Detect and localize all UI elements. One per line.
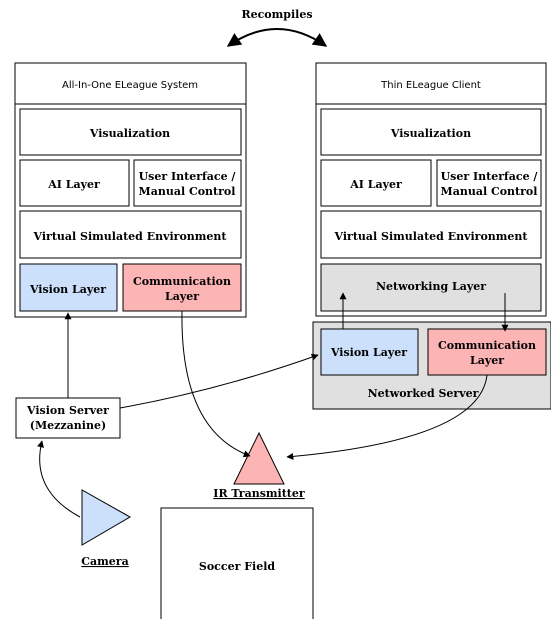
left-virtual-env-label: Virtual Simulated Environment — [33, 230, 228, 243]
vision-server-label-line1: Vision Server — [26, 404, 109, 417]
left-ai-layer-box — [19, 159, 130, 207]
right-system-title: Thin ELeague Client — [380, 80, 481, 91]
soccer-field-box — [160, 507, 314, 619]
left-comm-layer-box — [122, 263, 242, 312]
left-ui-label-line1: User Interface / — [139, 170, 237, 183]
left-visualization-label: Visualization — [89, 127, 170, 140]
networked-server: Vision Layer Communication Layer Network… — [320, 328, 547, 400]
camera-to-vision-server-arrow — [37, 440, 81, 518]
thin-client-system: Thin ELeague Client Visualization AI Lay… — [315, 62, 547, 317]
vision-server: Vision Server (Mezzanine) — [15, 397, 121, 439]
server-comm-layer-label-line2: Layer — [470, 354, 504, 367]
server-comm-layer-label-line1: Communication — [438, 339, 536, 352]
ir-transmitter-label: IR Transmitter — [213, 487, 305, 500]
left-comm-layer-label-line2: Layer — [165, 290, 199, 303]
right-visualization-box — [320, 108, 542, 156]
left-comm-layer-label-line1: Communication — [133, 275, 231, 288]
vision-server-to-server-vision-arrow — [119, 353, 319, 409]
server-comm-to-ir-arrow — [286, 374, 488, 460]
camera-label: Camera — [81, 555, 128, 568]
left-vision-layer-label: Vision Layer — [29, 283, 106, 296]
recompiles-label: Recompiles — [241, 8, 312, 21]
networked-server-label: Networked Server — [368, 387, 479, 400]
right-ai-layer-box — [320, 159, 432, 207]
soccer-field-label: Soccer Field — [199, 560, 275, 573]
recompiles-arrow — [226, 28, 328, 47]
server-vision-layer-label: Vision Layer — [330, 346, 407, 359]
right-ui-box — [436, 159, 542, 207]
left-ui-label-line2: Manual Control — [139, 185, 236, 198]
networking-layer-box — [320, 263, 542, 312]
left-vision-layer-box — [19, 263, 118, 312]
ir-transmitter-icon — [233, 431, 285, 485]
left-virtual-env-box — [19, 210, 242, 259]
left-system-title: All-In-One ELeague System — [62, 80, 198, 91]
right-ui-label-line2: Manual Control — [441, 185, 538, 198]
right-ui-label-line1: User Interface / — [441, 170, 539, 183]
right-virtual-env-label: Virtual Simulated Environment — [334, 230, 529, 243]
left-comm-to-ir-arrow — [181, 310, 251, 458]
camera-icon — [81, 489, 132, 546]
networking-layer-label: Networking Layer — [376, 280, 486, 293]
all-in-one-system: All-In-One ELeague System Visualization … — [14, 62, 247, 318]
left-ai-layer-label: AI Layer — [47, 178, 100, 191]
vision-server-box — [15, 397, 121, 439]
right-ai-layer-label: AI Layer — [349, 178, 402, 191]
left-visualization-box — [19, 108, 242, 156]
server-comm-layer-box — [427, 328, 547, 376]
right-visualization-label: Visualization — [390, 127, 471, 140]
right-virtual-env-box — [320, 210, 542, 259]
left-ui-box — [133, 159, 242, 207]
vision-server-label-line2: (Mezzanine) — [30, 419, 106, 432]
server-vision-layer-box — [320, 328, 419, 376]
